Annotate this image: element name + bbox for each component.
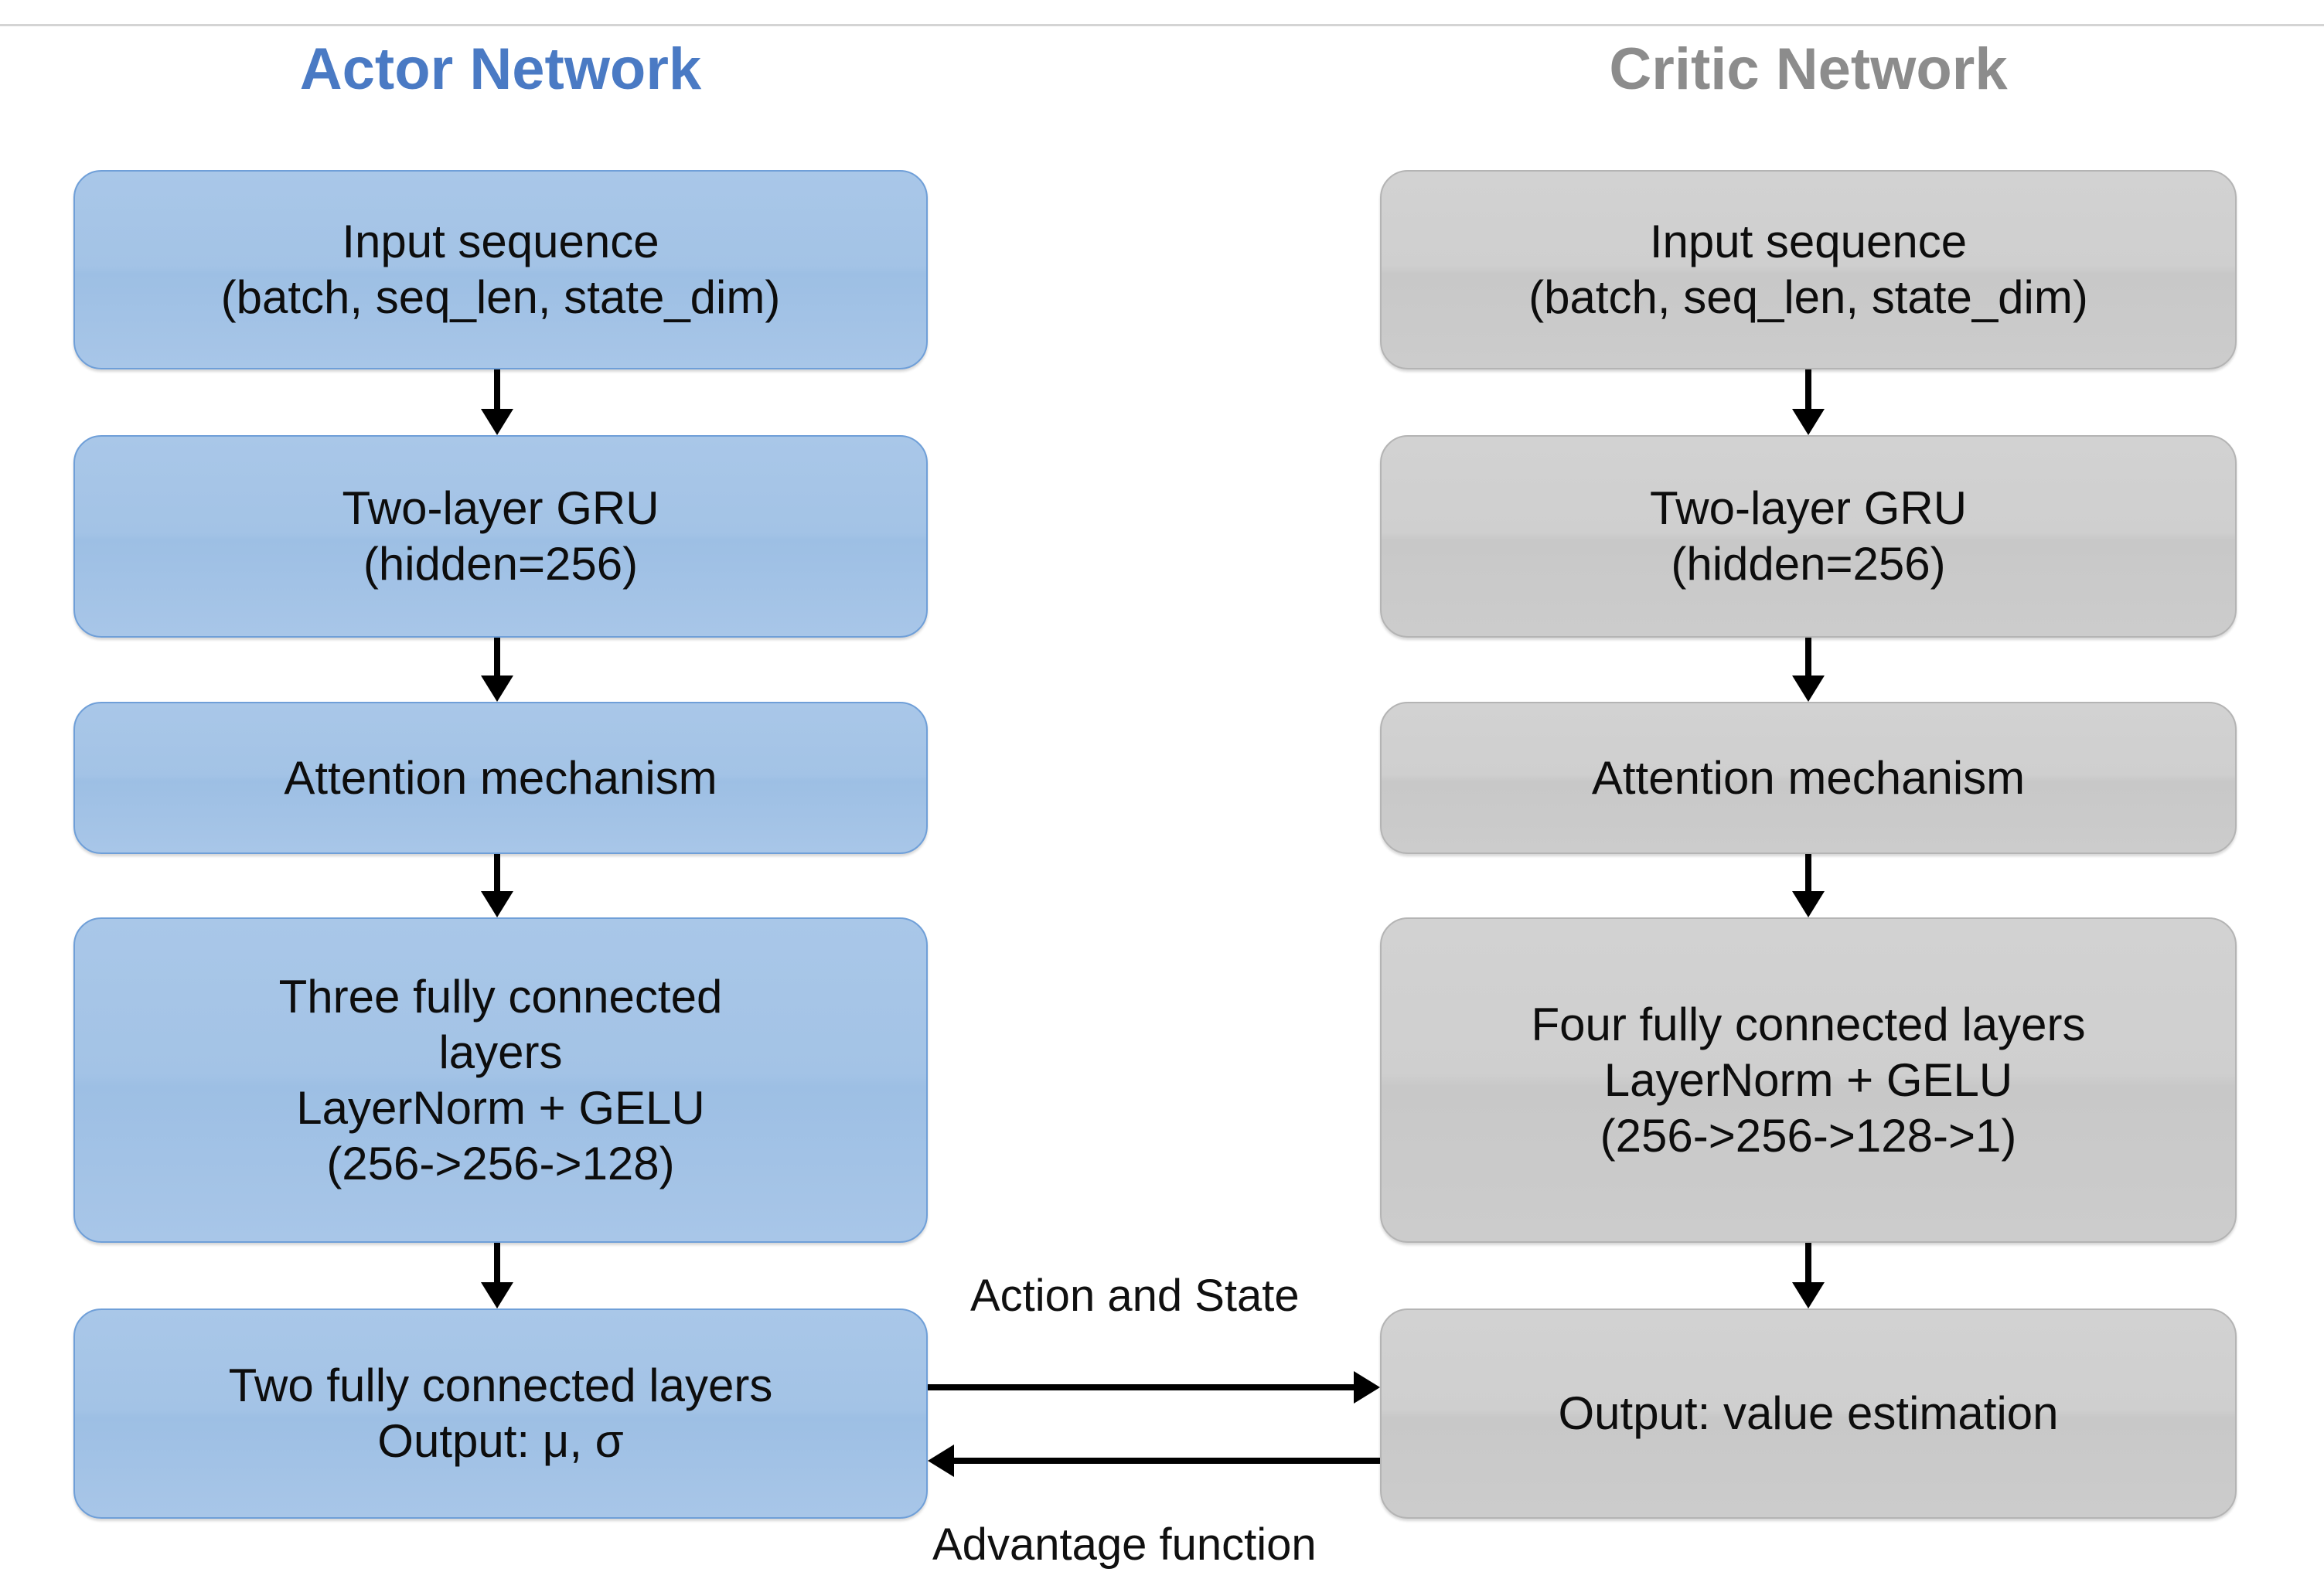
critic-fc-node[interactable]: Four fully connected layers LayerNorm + …	[1380, 917, 2237, 1243]
critic-network-title: Critic Network	[1609, 36, 2008, 102]
critic-gru-node[interactable]: Two-layer GRU (hidden=256)	[1380, 435, 2237, 638]
critic-input-node[interactable]: Input sequence (batch, seq_len, state_di…	[1380, 170, 2237, 369]
actor-fc-node[interactable]: Three fully connected layers LayerNorm +…	[73, 917, 928, 1243]
actor-input-node[interactable]: Input sequence (batch, seq_len, state_di…	[73, 170, 928, 369]
actor-network-title: Actor Network	[299, 36, 702, 102]
critic-output-node[interactable]: Output: value estimation	[1380, 1308, 2237, 1519]
edge-label-advantage-function: Advantage function	[932, 1519, 1317, 1570]
top-divider-rule	[0, 24, 2324, 26]
edge-label-action-and-state: Action and State	[970, 1271, 1300, 1321]
actor-output-node[interactable]: Two fully connected layers Output: μ, σ	[73, 1308, 928, 1519]
actor-gru-node[interactable]: Two-layer GRU (hidden=256)	[73, 435, 928, 638]
actor-attention-node[interactable]: Attention mechanism	[73, 702, 928, 854]
critic-attention-node[interactable]: Attention mechanism	[1380, 702, 2237, 854]
